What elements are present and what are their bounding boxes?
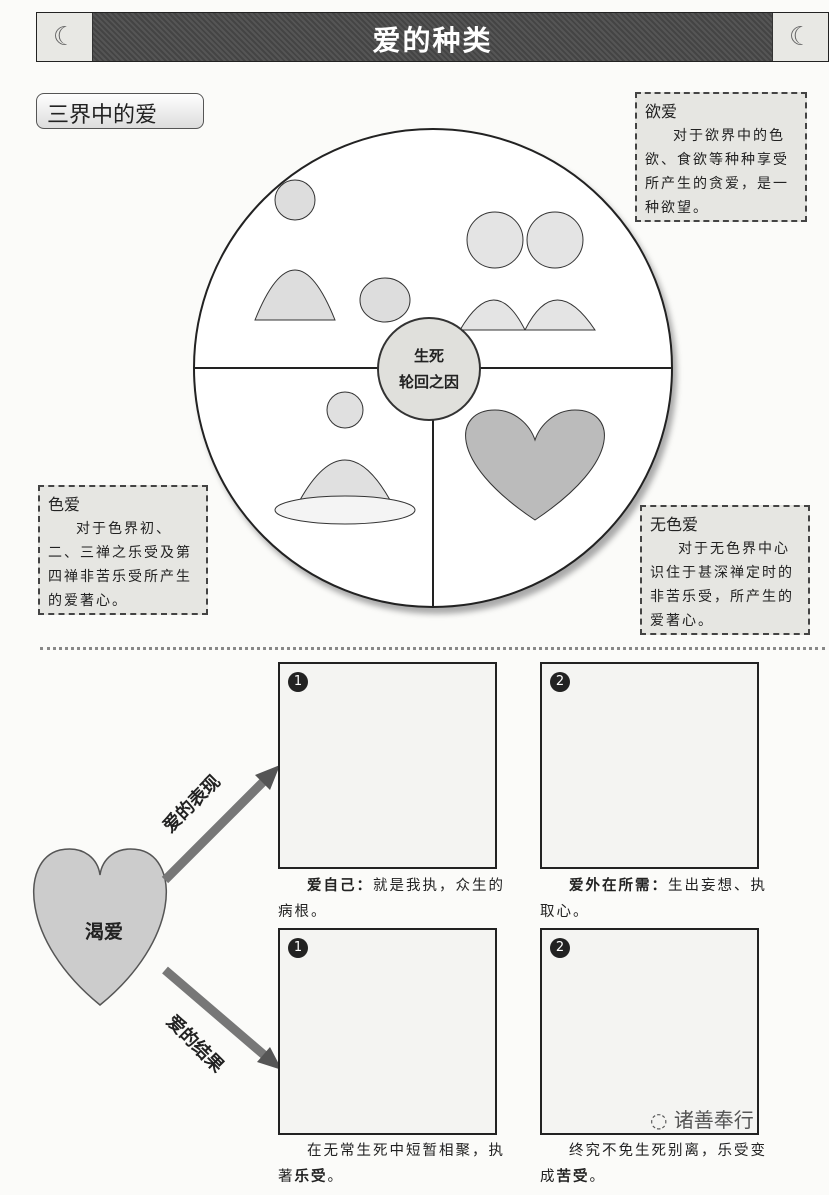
center-text: 轮回之因 xyxy=(398,373,459,391)
craving-diagram xyxy=(33,765,282,1070)
watermark: ◌ 诸善奉行 xyxy=(650,1104,754,1133)
center-text: 生死 xyxy=(413,347,444,365)
meditating-figure-illustration xyxy=(274,391,416,525)
arrow-up xyxy=(161,771,274,884)
ornament-icon: ☾ xyxy=(772,13,828,61)
panel-love-external: 2 xyxy=(540,662,759,869)
panel-love-self: 1 xyxy=(278,662,497,869)
caption: 终究不免生死别离，乐受变成苦受。 xyxy=(540,1138,770,1190)
panel-number: 1 xyxy=(288,938,308,958)
caption: 爱自己：就是我执，众生的病根。 xyxy=(278,873,508,925)
watermark-text: 诸善奉行 xyxy=(673,1108,754,1132)
chat-icon: ◌ xyxy=(650,1108,674,1132)
callout-body: 对于无色界中心识住于甚深禅定时的非苦乐受，所产生的爱著心。 xyxy=(650,541,794,629)
wheel-center: 生死 轮回之因 xyxy=(377,317,481,421)
caption-bold: 爱自己： xyxy=(307,878,373,894)
section-label: 三界中的爱 xyxy=(36,93,204,129)
callout-title: 无色爱 xyxy=(650,515,699,534)
caption-text: 生出妄想、执取心。 xyxy=(540,878,767,920)
callout-form-love: 色爱 对于色界初、二、三禅之乐受及第四禅非苦乐受所产生的爱著心。 xyxy=(38,485,208,615)
panel-number: 2 xyxy=(550,672,570,692)
caption-bold: 爱外在所需： xyxy=(569,878,668,894)
callout-body: 对于欲界中的色欲、食欲等种种享受所产生的贪爱，是一种欲望。 xyxy=(645,128,789,216)
callout-title: 色爱 xyxy=(48,495,81,514)
craving-label: 渴爱 xyxy=(85,921,124,943)
page-header: ☾ 爱的种类 ☾ xyxy=(36,12,829,62)
panel-number: 1 xyxy=(288,672,308,692)
caption: 爱外在所需：生出妄想、执取心。 xyxy=(540,873,770,925)
caption-text: 。 xyxy=(327,1169,344,1185)
caption-bold: 苦受 xyxy=(556,1169,590,1185)
callout-formless-love: 无色爱 对于无色界中心识住于甚深禅定时的非苦乐受，所产生的爱著心。 xyxy=(640,505,810,635)
panel-reunion: 1 xyxy=(278,928,497,1135)
section-divider xyxy=(40,647,825,650)
caption-text: 就是我执，众生的病根。 xyxy=(278,878,505,920)
callout-desire-love: 欲爱 对于欲界中的色欲、食欲等种种享受所产生的贪爱，是一种欲望。 xyxy=(635,92,807,222)
caption-text: 在无常生死中短暂相聚，执著 xyxy=(278,1143,505,1185)
callout-title: 欲爱 xyxy=(645,102,678,121)
caption: 在无常生死中短暂相聚，执著乐受。 xyxy=(278,1138,508,1190)
panel-separation: 2 xyxy=(540,928,759,1135)
page-title: 爱的种类 xyxy=(372,24,493,57)
ornament-icon: ☾ xyxy=(37,13,93,61)
kissing-couple-illustration xyxy=(459,211,596,331)
heart-shape xyxy=(33,848,167,1006)
eating-figure-illustration xyxy=(254,179,411,323)
wheel-illustrations xyxy=(254,179,605,525)
divider xyxy=(432,367,434,606)
caption-bold: 乐受 xyxy=(294,1169,328,1185)
callout-body: 对于色界初、二、三禅之乐受及第四禅非苦乐受所产生的爱著心。 xyxy=(48,521,192,609)
caption-text: 。 xyxy=(589,1169,606,1185)
panel-number: 2 xyxy=(550,938,570,958)
arrow-down xyxy=(162,966,273,1064)
heart-face-illustration xyxy=(465,409,605,521)
caption-text: 终究不免生死别离，乐受变成 xyxy=(540,1143,767,1185)
